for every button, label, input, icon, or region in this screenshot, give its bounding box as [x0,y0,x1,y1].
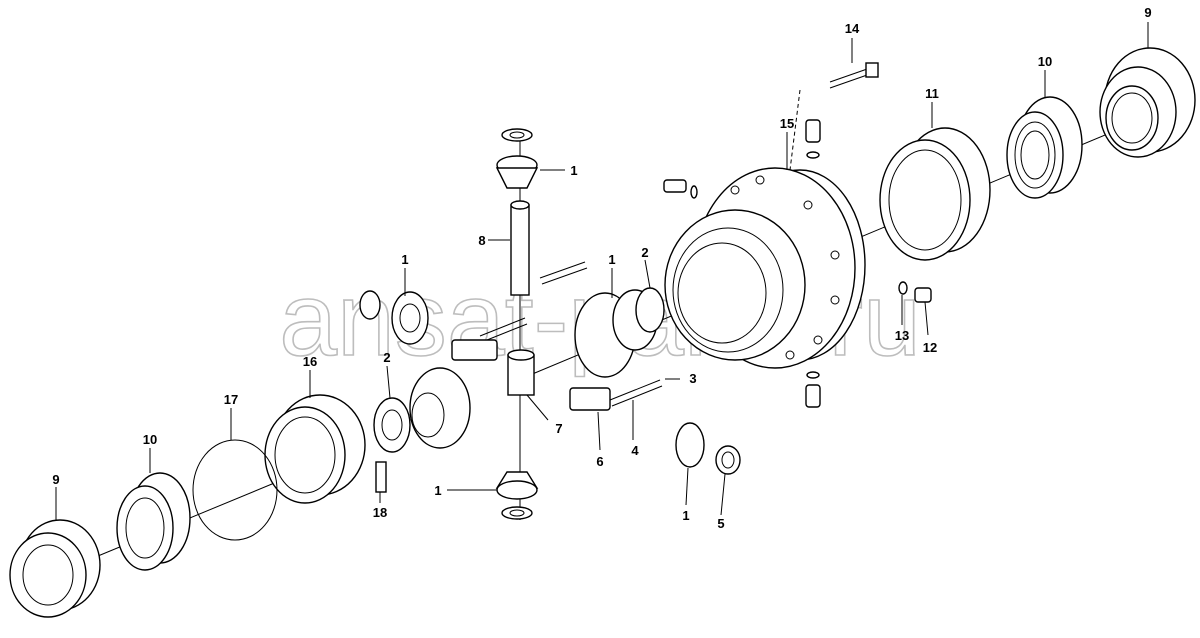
callout-1-left: 1 [401,252,408,267]
callout-10-right: 10 [1038,54,1052,69]
part-1-gear-top [495,128,539,189]
leader-lines [55,22,1149,520]
callout-8: 8 [478,233,485,248]
callout-10-left: 10 [143,432,157,447]
part-10-bearing-left [116,472,191,571]
callout-15: 15 [780,116,794,131]
part-9-nut-right [1099,47,1196,158]
callout-17: 17 [224,392,238,407]
callout-1-top: 1 [570,163,577,178]
part-1-gear-bottom [495,471,539,520]
part-1-gear-lower-right [675,422,705,468]
part-14-bolt [789,62,879,171]
part-13-washer [898,281,908,295]
callout-3: 3 [689,371,696,386]
part-5-washer [715,445,741,475]
part-3-pin-upper [539,261,588,285]
part-15-housing [664,167,866,369]
callout-2-left: 2 [383,350,390,365]
part-block-left [451,339,498,361]
part-16-ring [264,394,366,504]
callout-12: 12 [923,340,937,355]
part-3-pin-lower [609,379,663,407]
part-11-ring [879,127,991,261]
callout-18: 18 [373,505,387,520]
part-8-pin [510,200,530,296]
part-plug-left [663,179,698,199]
part-1-gear-left [359,290,429,345]
callout-1-right: 1 [608,252,615,267]
part-gear-lower-left [409,367,471,449]
callout-1-bottom: 1 [434,483,441,498]
callout-14: 14 [845,21,860,36]
part-2-washer-left [373,397,411,453]
part-7-cross [507,349,535,396]
part-10-bearing-right [1006,96,1083,199]
callout-4: 4 [631,443,639,458]
part-small-pin-mid [479,317,528,343]
callout-7: 7 [555,421,562,436]
callout-9-right: 9 [1144,5,1151,20]
part-9-nut-left [9,519,101,618]
part-2-washer-right [635,287,665,333]
callout-16: 16 [303,354,317,369]
callout-6: 6 [596,454,603,469]
callout-5: 5 [717,516,724,531]
part-plug-top [805,119,821,159]
part-plug-bottom [805,371,821,408]
part-18-pin [375,461,387,493]
part-12-plug [914,287,932,303]
callout-13: 13 [895,328,909,343]
callout-11: 11 [925,86,939,101]
callout-9-left: 9 [52,472,59,487]
callout-2-right: 2 [641,245,648,260]
part-6-block [569,387,611,411]
callout-1-lower-right: 1 [682,508,689,523]
part-17-snap-ring [192,439,278,541]
